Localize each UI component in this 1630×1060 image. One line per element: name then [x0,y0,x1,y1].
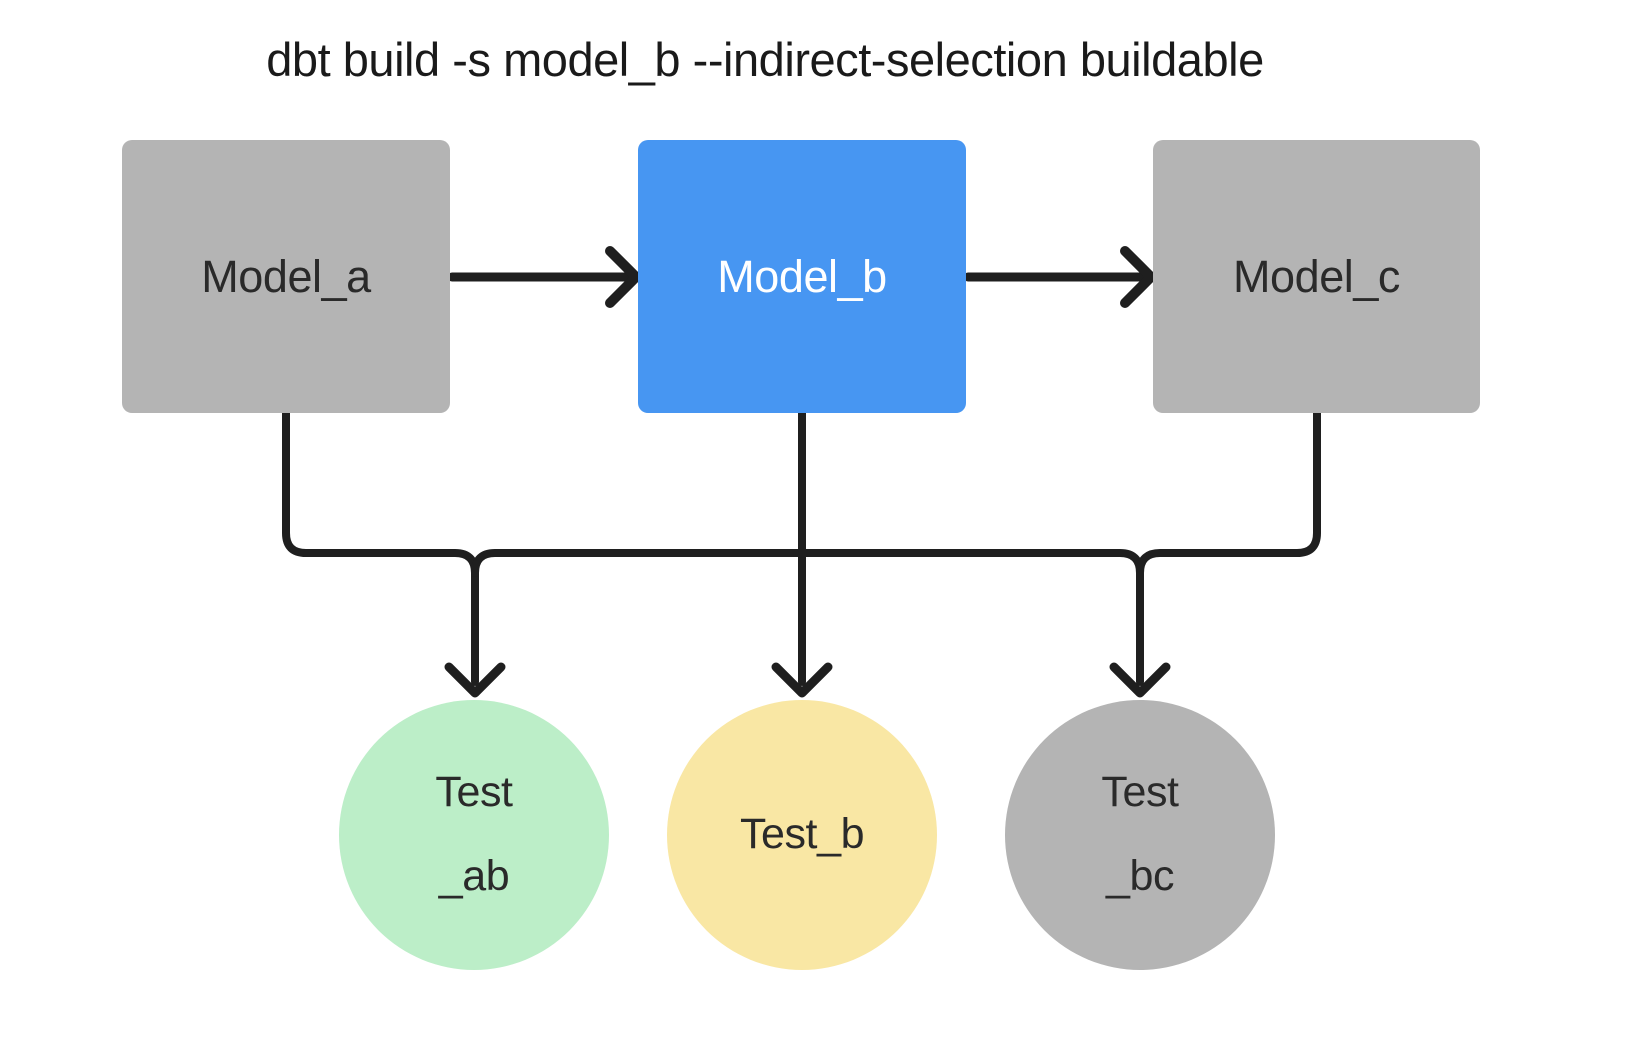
node-test-b-label-line1: Test_b [739,810,865,859]
arrow-down-icon [1109,662,1171,698]
node-test-bc-label-line2: _bc [1105,852,1175,900]
arrow-down-icon [771,662,833,698]
node-model-a-label: Model_a [201,250,371,302]
edge-model-b-to-test-b [771,409,833,698]
edge-model-a-to-test-ab [282,409,506,698]
node-test-ab-label-line2: _ab [438,852,510,900]
arrow-right-icon [605,246,641,308]
node-test-bc-label-line1: Test [1101,768,1179,817]
edge-model-a-to-model-b [447,246,641,308]
edge-shaft [1136,409,1321,686]
node-test-b: Test_b [667,700,937,970]
node-model-b-label: Model_b [717,250,887,302]
edge-bus-left [471,549,806,577]
node-test-ab-label-line1: Test [435,768,513,817]
edge-model-c-to-test-bc [1109,409,1321,698]
arrow-down-icon [444,662,506,698]
diagram-title: dbt build -s model_b --indirect-selectio… [266,33,1264,86]
edge-shaft [282,409,479,686]
node-model-c: Model_c [1153,140,1480,413]
edge-bus-right [798,549,1144,577]
edge-model-b-to-model-c [963,246,1156,308]
node-model-c-label: Model_c [1233,250,1400,302]
node-test-ab: Test _ab [339,700,609,970]
node-model-b: Model_b [638,140,966,413]
node-test-bc: Test _bc [1005,700,1275,970]
arrow-right-icon [1120,246,1156,308]
node-model-a: Model_a [122,140,450,413]
